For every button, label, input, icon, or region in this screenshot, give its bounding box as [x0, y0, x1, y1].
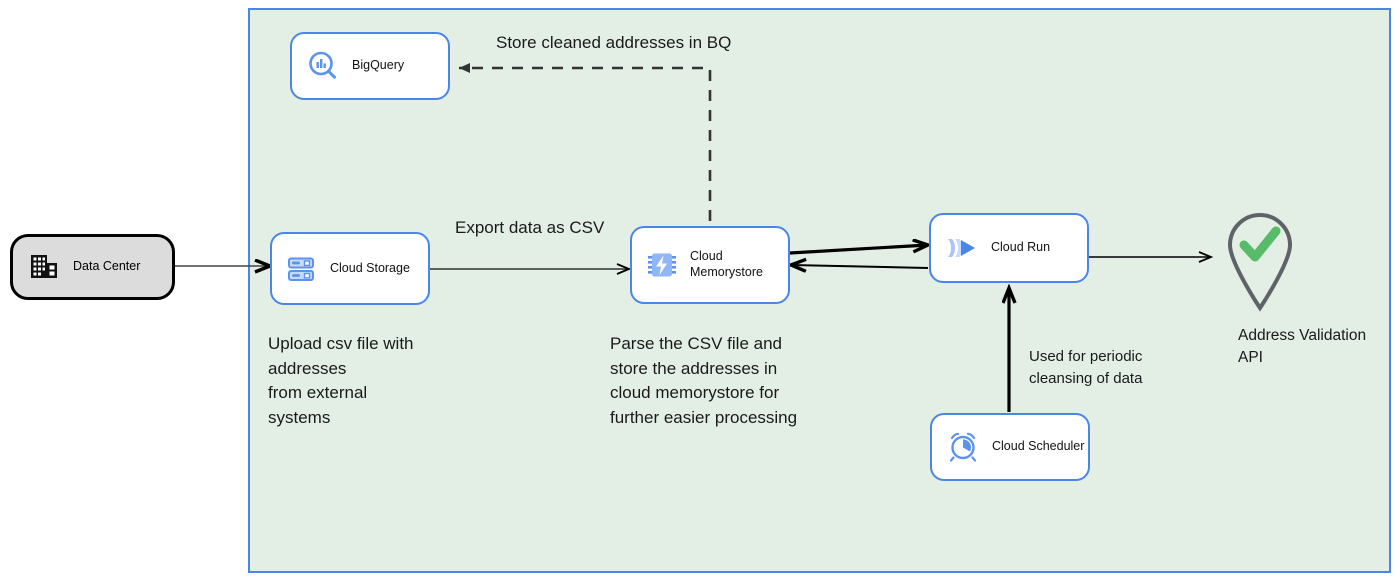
node-label-cloud-scheduler: Cloud Scheduler [992, 439, 1085, 454]
edge-cloudrun-to-bigquery-dashed [459, 63, 712, 221]
node-label-cloud-memorystore: Cloud Memorystore [690, 249, 763, 279]
building-icon [29, 252, 59, 282]
cloud-run-icon [945, 233, 979, 263]
memorystore-chip-icon [646, 249, 678, 281]
annotation-parse-csv-note: Parse the CSV file and store the address… [610, 334, 798, 427]
edge-cloudrun-to-memorystore [791, 265, 929, 268]
cloud-storage-icon [286, 253, 318, 285]
node-label-bigquery: BigQuery [352, 58, 405, 73]
alarm-clock-icon [946, 430, 980, 464]
bigquery-icon [306, 49, 340, 83]
edge-label-store-cleaned-addresses: Store cleaned addresses in BQ [496, 33, 732, 52]
node-cloud-storage[interactable]: Cloud Storage [270, 232, 430, 305]
cloud-boundary-rect [248, 8, 1391, 573]
node-label-cloud-run: Cloud Run [991, 240, 1051, 255]
annotation-upload-csv-note: Upload csv file with addresses from exte… [268, 334, 414, 427]
map-pin-check-icon [1227, 213, 1293, 312]
address-validation-api-caption: Address Validation API [1238, 327, 1367, 366]
edge-memorystore-to-cloudrun [789, 245, 928, 255]
node-cloud-memorystore[interactable]: Cloud Memorystore [630, 226, 790, 304]
node-label-data-center: Data Center [73, 259, 141, 274]
node-address-validation-api[interactable] [1218, 207, 1302, 312]
node-cloud-scheduler[interactable]: Cloud Scheduler [930, 413, 1090, 481]
node-label-cloud-storage: Cloud Storage [330, 260, 410, 275]
edge-label-periodic-cleansing: Used for periodic cleansing of data [1029, 348, 1143, 387]
node-bigquery[interactable]: BigQuery [290, 32, 450, 100]
node-cloud-run[interactable]: Cloud Run [929, 213, 1089, 283]
edge-label-export-data-as-csv: Export data as CSV [455, 218, 605, 237]
node-data-center[interactable]: Data Center [10, 234, 175, 300]
